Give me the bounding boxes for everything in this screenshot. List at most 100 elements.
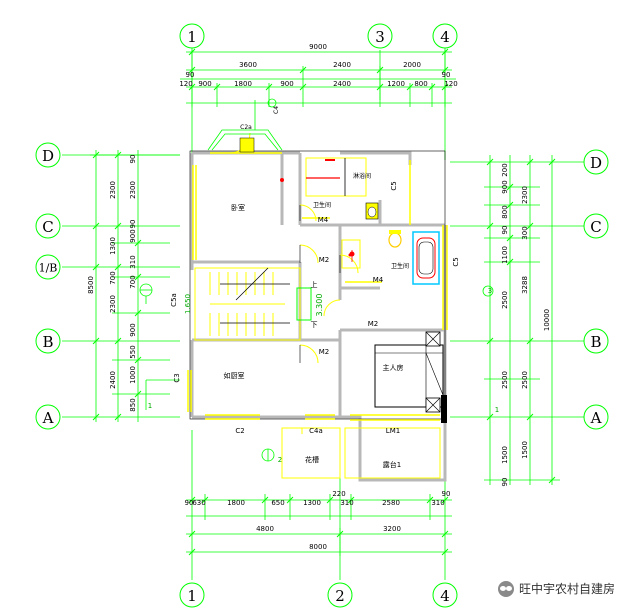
dim-bot-fine-8: 310 bbox=[431, 499, 444, 507]
label-c5a: C5a bbox=[170, 293, 178, 307]
room-shower: 淋浴间 bbox=[353, 172, 371, 180]
dimension-texts-right: 10000 2300 300 3288 2500 1500 200 900 80… bbox=[501, 163, 551, 486]
elevations: 3.300 1.650 1 1 2 3 bbox=[148, 287, 499, 464]
label-c5: C5 bbox=[390, 181, 398, 190]
dim-right-inner-6: 2500 bbox=[501, 371, 509, 389]
bay-window bbox=[207, 98, 283, 151]
red-marks bbox=[280, 178, 352, 257]
room-labels: 卧室 卫生间 淋浴间 卫生间 主人房 如厨室 花槽 露台1 上 下 bbox=[224, 172, 410, 469]
dim-left-outer-1: 1300 bbox=[109, 237, 117, 255]
label-c4a: C4a bbox=[309, 427, 323, 435]
dim-top-total: 9000 bbox=[309, 43, 327, 51]
axis-right-b: B bbox=[590, 333, 601, 351]
axis-left-b: B bbox=[42, 333, 53, 351]
dim-right-inner-7: 1500 bbox=[501, 446, 509, 464]
dim-left-inner-6: 900 bbox=[129, 323, 137, 336]
dim-bot-3200: 3200 bbox=[383, 525, 401, 533]
dim-top-fine-1: 120 bbox=[179, 80, 192, 88]
axis-bottom-4: 4 bbox=[440, 587, 450, 605]
staircase bbox=[194, 267, 301, 341]
axis-left-c: C bbox=[42, 218, 53, 236]
door-leaves bbox=[299, 205, 341, 363]
dim-bot-fine-2: 1800 bbox=[227, 499, 245, 507]
label-c4: C4 bbox=[273, 106, 280, 114]
dim-right-inner-3: 90 bbox=[501, 226, 509, 235]
axis-left-a: A bbox=[42, 409, 54, 427]
axis-left-1b: 1/B bbox=[39, 262, 58, 275]
dim-left-outer-4: 2400 bbox=[109, 371, 117, 389]
axis-right-c: C bbox=[590, 218, 601, 236]
dim-top-fine-0: 90 bbox=[186, 71, 195, 79]
mark-1-right: 1 bbox=[495, 406, 499, 414]
room-balcony2: 露台1 bbox=[383, 460, 401, 469]
label-m2a: M2 bbox=[319, 256, 330, 264]
bay-window-fill bbox=[239, 137, 255, 153]
dim-left-inner-7: 550 bbox=[129, 345, 137, 358]
dim-left-inner-9: 850 bbox=[129, 398, 137, 411]
label-m2c: M2 bbox=[368, 320, 379, 328]
lower-rooms bbox=[281, 427, 441, 479]
dim-top-fine-8: 90 bbox=[442, 71, 451, 79]
dim-left-total: 8500 bbox=[87, 276, 95, 294]
dimension-texts-left: 8500 2300 1300 700 2300 2400 90 2300 90 … bbox=[87, 155, 137, 412]
dimension-lines bbox=[90, 48, 560, 556]
dim-left-inner-5: 700 bbox=[129, 275, 137, 288]
dim-right-inner-1: 900 bbox=[501, 180, 509, 193]
dim-top-fine-3: 1800 bbox=[234, 80, 252, 88]
dim-left-inner-1: 2300 bbox=[129, 181, 137, 199]
dim-left-inner-4: 310 bbox=[129, 255, 137, 268]
room-bath1: 卫生间 bbox=[313, 201, 331, 209]
watermark: 旺中宇农村自建房 bbox=[494, 579, 618, 598]
mark-1-left: 1 bbox=[148, 402, 152, 410]
dim-bot-fine-6: 310 bbox=[340, 499, 353, 507]
dim-top-fine-2: 900 bbox=[198, 80, 211, 88]
axis-labels: 1 3 4 1 2 4 D C 1/B B A D C B A bbox=[39, 28, 602, 605]
dim-top-fine-5: 2400 bbox=[333, 80, 351, 88]
room-master: 主人房 bbox=[383, 363, 404, 372]
dim-right-mid-3: 2500 bbox=[521, 371, 529, 389]
dim-right-mid-1: 300 bbox=[521, 226, 529, 239]
axis-right-a: A bbox=[590, 409, 602, 427]
dim-left-inner-3: 900 bbox=[129, 229, 137, 242]
dim-bot-fine-9: 90 bbox=[442, 490, 451, 498]
dim-left-outer-2: 700 bbox=[109, 271, 117, 284]
dim-right-total: 10000 bbox=[543, 309, 551, 331]
dim-top-fine-7: 800 bbox=[414, 80, 427, 88]
label-c5b: C5 bbox=[452, 257, 460, 266]
stair-down: 下 bbox=[311, 321, 318, 329]
dim-top-fine-4: 900 bbox=[280, 80, 293, 88]
room-bath2: 卫生间 bbox=[391, 262, 409, 270]
label-m4a: M4 bbox=[318, 216, 329, 224]
dim-bot-4800: 4800 bbox=[256, 525, 274, 533]
stair-rail bbox=[296, 287, 312, 321]
dim-slashes bbox=[92, 48, 556, 556]
dim-top-3600: 3600 bbox=[239, 61, 257, 69]
axis-top-1: 1 bbox=[187, 28, 197, 46]
elevation-1650: 1.650 bbox=[184, 294, 192, 314]
dim-right-inner-4: 1100 bbox=[501, 246, 509, 264]
dim-top-fine-9: 120 bbox=[444, 80, 457, 88]
axis-top-4: 4 bbox=[440, 28, 450, 46]
label-c3: C3 bbox=[173, 373, 181, 382]
bathtub bbox=[412, 231, 440, 285]
label-m4b: M4 bbox=[373, 276, 384, 284]
axis-left-d: D bbox=[42, 147, 54, 165]
elevation-3300: 3.300 bbox=[315, 294, 324, 317]
mark-2: 2 bbox=[278, 456, 282, 464]
dim-bot-fine-7: 2580 bbox=[382, 499, 400, 507]
axis-bottom-1: 1 bbox=[187, 587, 197, 605]
dim-bot-fine-0: 90 bbox=[185, 499, 194, 507]
dim-left-outer-0: 2300 bbox=[109, 181, 117, 199]
axis-right-d: D bbox=[590, 154, 602, 172]
dim-bot-fine-1: 630 bbox=[192, 499, 205, 507]
dim-bot-fine-5: 220 bbox=[332, 490, 345, 498]
dim-left-inner-0: 90 bbox=[129, 155, 137, 164]
axis-bottom-2: 2 bbox=[335, 587, 345, 605]
label-c2: C2 bbox=[235, 427, 244, 435]
stair-arrows bbox=[220, 267, 290, 324]
axis-top-3: 3 bbox=[375, 28, 385, 46]
room-balcony1: 花槽 bbox=[305, 455, 319, 464]
label-c2a: C2a bbox=[240, 124, 252, 131]
label-lm1: LM1 bbox=[386, 427, 400, 435]
